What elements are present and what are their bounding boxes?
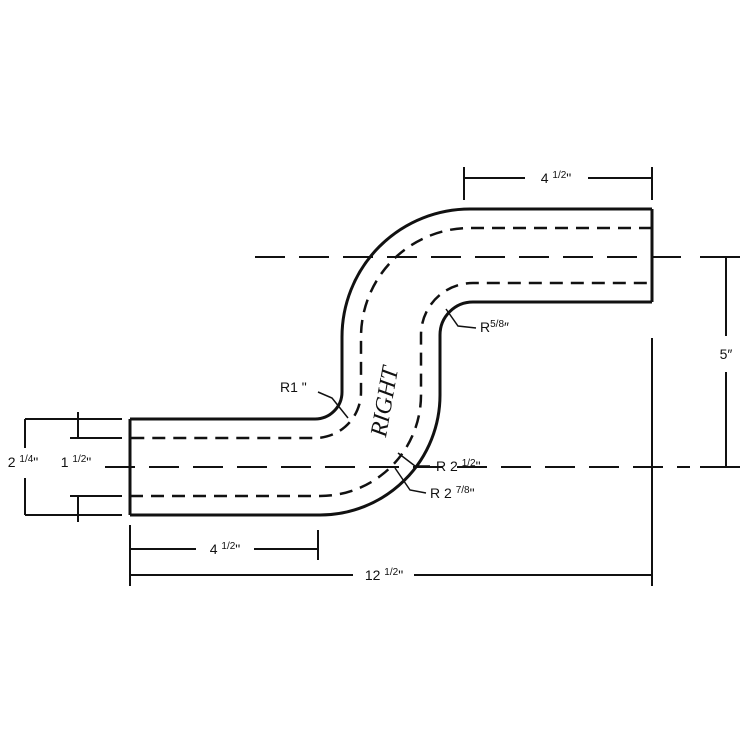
leader-radius-upper: [445, 308, 477, 329]
radius-callouts: R1 " R5/8″ R 2 1/2" R 2 7/8": [280, 308, 509, 501]
side-marking-right: RIGHT: [366, 363, 404, 440]
label-overall-length: 12 1/2": [365, 567, 403, 583]
pipe-outer-wall-lower: [130, 300, 652, 517]
dimension-diameters: 2 1/4" 1 1/2": [8, 412, 122, 522]
label-bottom-length: 4 1/2": [210, 541, 241, 557]
dimension-offset: 5″: [700, 256, 740, 468]
dimension-bottom-length: 4 1/2": [129, 525, 319, 560]
leader-radius-outer: [394, 467, 427, 494]
label-radius-inner-lower: R1 ": [280, 379, 307, 395]
pipe-outer-wall-upper: [130, 207, 652, 421]
label-radius-outer: R 2 7/8": [430, 485, 475, 501]
label-radius-upper: R5/8″: [480, 319, 509, 335]
centerlines: [105, 256, 690, 468]
label-radius-centerline: R 2 1/2": [436, 458, 481, 474]
pipe-inner-wall-lower: [130, 281, 652, 498]
dimension-overall-length: 12 1/2": [129, 338, 653, 586]
label-offset: 5″: [720, 346, 733, 362]
pipe-outline: [128, 207, 654, 517]
label-inside-diameter: 1 1/2": [61, 454, 92, 470]
pipe-inner-wall-upper: [130, 226, 652, 440]
pipe-inner-walls: [130, 226, 652, 498]
leader-radius-inner-lower: [317, 391, 349, 419]
dimension-top-length: 4 1/2": [463, 167, 653, 200]
leader-radius-centerline: [397, 452, 430, 467]
label-top-length: 4 1/2": [541, 170, 572, 186]
label-outside-diameter: 2 1/4": [8, 454, 39, 470]
